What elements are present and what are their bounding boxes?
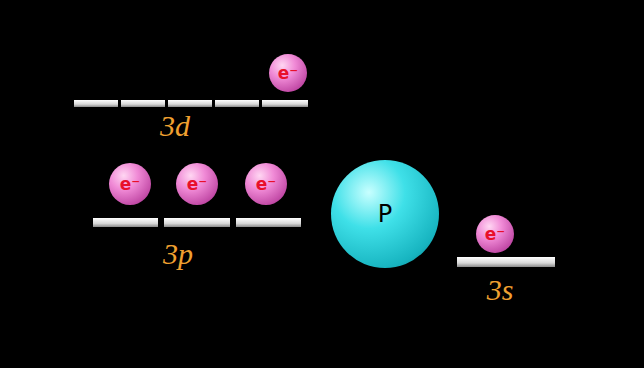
electron-ball: e⁻ — [176, 163, 218, 205]
electron-symbol: e⁻ — [187, 176, 208, 193]
atom-nucleus: P — [331, 160, 439, 268]
electron-symbol: e⁻ — [120, 176, 141, 193]
electron-symbol: e⁻ — [256, 176, 277, 193]
orbital-label: 3s — [487, 275, 514, 305]
orbital-label: 3p — [163, 239, 193, 269]
element-symbol: P — [378, 202, 392, 226]
electron-symbol: e⁻ — [485, 226, 506, 243]
electron-ball: e⁻ — [245, 163, 287, 205]
3s-orbital-bar — [457, 257, 555, 267]
electron-symbol: e⁻ — [278, 65, 299, 82]
electron-ball: e⁻ — [109, 163, 151, 205]
electron-ball: e⁻ — [269, 54, 307, 92]
orbital-label: 3d — [160, 111, 190, 141]
electron-ball: e⁻ — [476, 215, 514, 253]
3d-orbital-bars — [74, 100, 308, 107]
3p-orbital-bars — [93, 218, 301, 227]
